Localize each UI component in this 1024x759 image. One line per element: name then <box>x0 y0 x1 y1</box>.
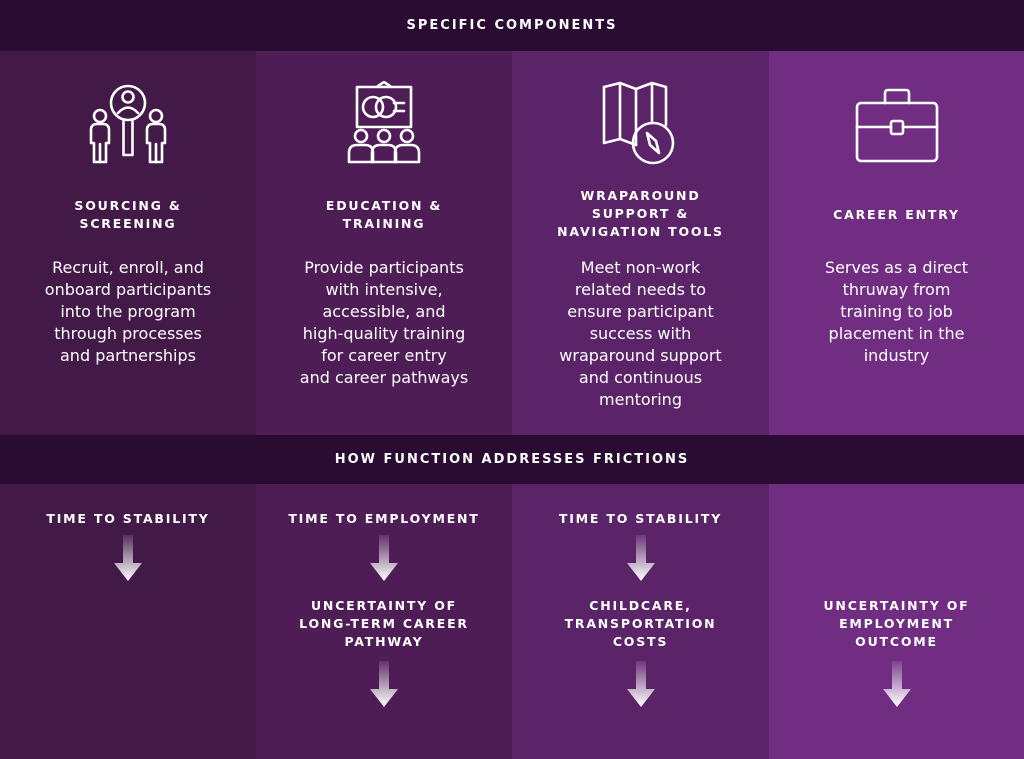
down-arrow-icon <box>626 661 655 707</box>
component-heading: CAREER ENTRY <box>833 207 960 222</box>
people-magnifier-icon <box>0 81 256 171</box>
frictions-header-title: HOW FUNCTION ADDRESSES FRICTIONS <box>334 452 690 467</box>
friction-first: TIME TO STABILITY <box>46 511 210 526</box>
down-arrow-icon <box>114 535 142 581</box>
down-arrow-icon <box>370 535 398 581</box>
component-description: Meet non-work related needs to ensure pa… <box>559 258 722 409</box>
component-career-entry: CAREER ENTRY Serves as a direct thruway … <box>769 51 1024 435</box>
frictions-sourcing: TIME TO STABILITY <box>0 484 256 759</box>
down-arrow-icon <box>370 661 398 707</box>
component-education-training: EDUCATION & TRAINING Provide participant… <box>256 51 512 435</box>
header-title: SPECIFIC COMPONENTS <box>406 18 618 33</box>
down-arrow-icon <box>882 661 911 707</box>
component-heading: WRAPAROUND SUPPORT & NAVIGATION TOOLS <box>557 188 724 239</box>
classroom-board-icon <box>256 81 512 171</box>
frictions-education: TIME TO EMPLOYMENT UNCERTAINTY OF LONG-T… <box>256 484 512 759</box>
component-sourcing-screening: SOURCING & SCREENING Recruit, enroll, an… <box>0 51 256 435</box>
component-description: Provide participants with intensive, acc… <box>299 258 469 387</box>
component-heading: SOURCING & SCREENING <box>74 198 182 231</box>
friction-second: UNCERTAINTY OF EMPLOYMENT OUTCOME <box>823 598 970 649</box>
friction-first: TIME TO STABILITY <box>558 511 723 526</box>
map-compass-icon <box>512 81 769 171</box>
component-heading: EDUCATION & TRAINING <box>325 198 443 231</box>
friction-second: CHILDCARE, TRANSPORTATION COSTS <box>564 598 717 649</box>
component-wraparound-support: WRAPAROUND SUPPORT & NAVIGATION TOOLS Me… <box>512 51 769 435</box>
frictions-header: HOW FUNCTION ADDRESSES FRICTIONS <box>0 435 1024 484</box>
friction-first: TIME TO EMPLOYMENT <box>288 511 480 526</box>
component-description: Serves as a direct thruway from training… <box>824 258 969 365</box>
frictions-career-entry: UNCERTAINTY OF EMPLOYMENT OUTCOME <box>769 484 1024 759</box>
down-arrow-icon <box>626 535 655 581</box>
friction-second: UNCERTAINTY OF LONG-TERM CAREER PATHWAY <box>299 598 469 649</box>
specific-components-header: SPECIFIC COMPONENTS <box>0 0 1024 51</box>
component-description: Recruit, enroll, and onboard participant… <box>44 258 212 365</box>
briefcase-icon <box>769 81 1024 171</box>
frictions-wraparound: TIME TO STABILITY CHILDCARE, TRANSPORTAT… <box>512 484 769 759</box>
